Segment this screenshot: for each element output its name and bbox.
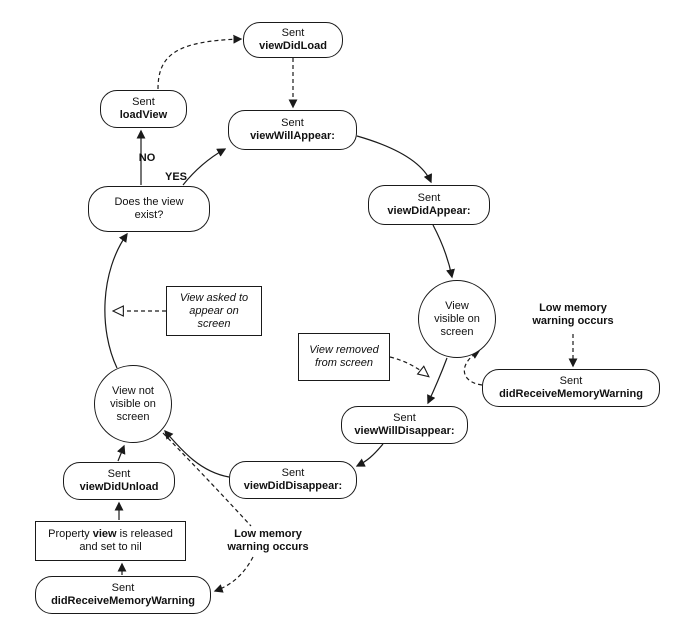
property-view-pre: Property xyxy=(48,528,93,540)
node-memwarn-right-method: didReceiveMemoryWarning xyxy=(499,388,643,400)
property-view-text: Property view is released and set to nil xyxy=(42,528,180,554)
node-does-view-exist-text: Does the view exist? xyxy=(114,196,184,221)
node-loadview: Sent loadView xyxy=(100,90,187,128)
annotation-view-asked-text: View asked to appear on screen xyxy=(179,291,249,330)
annotation-view-asked-to-appear: View asked to appear on screen xyxy=(166,286,262,336)
node-does-view-exist: Does the view exist? xyxy=(88,186,210,232)
node-memwarn-bottom-prefix: Sent xyxy=(111,582,135,594)
label-yes: YES xyxy=(164,171,187,183)
node-viewdidappear-method: viewDidAppear: xyxy=(387,205,471,217)
node-viewdidappear-prefix: Sent xyxy=(417,192,441,204)
node-viewdidunload-prefix: Sent xyxy=(107,468,131,480)
label-low-memory-bottom: Low memory warning occurs xyxy=(227,528,309,553)
property-view-bold: view xyxy=(92,528,117,540)
node-viewwilldisappear-method: viewWillDisappear: xyxy=(354,425,455,437)
edge-viewwilldisappear-to-viewdiddisappear xyxy=(355,443,384,467)
node-memwarn-right-prefix: Sent xyxy=(559,375,583,387)
node-didreceivememorywarning-right: Sent didReceiveMemoryWarning xyxy=(482,369,660,407)
edge-yes-to-viewwillappear xyxy=(182,148,227,186)
node-viewwilldisappear: Sent viewWillDisappear: xyxy=(341,406,468,444)
label-no: NO xyxy=(138,152,156,164)
property-view-post: is released and set to nil xyxy=(79,528,173,553)
annotation-view-removed-text: View removed from screen xyxy=(309,344,379,369)
node-memwarn-bottom-method: didReceiveMemoryWarning xyxy=(51,595,195,607)
edge-notvisible-to-doesviewexist xyxy=(104,232,128,369)
node-loadview-method: loadView xyxy=(119,109,168,121)
node-viewdidunload: Sent viewDidUnload xyxy=(63,462,175,500)
state-view-visible-text: View visible on screen xyxy=(434,299,480,338)
edge-viewdidappear-to-visible xyxy=(432,224,455,279)
edge-viewremoved-annotation xyxy=(389,356,428,376)
edge-loadview-to-viewdidload xyxy=(157,34,243,90)
node-viewdidunload-method: viewDidUnload xyxy=(79,481,159,493)
node-viewdiddisappear-method: viewDidDisappear: xyxy=(243,480,343,492)
node-viewdiddisappear-prefix: Sent xyxy=(281,467,305,479)
node-viewdidload: Sent viewDidLoad xyxy=(243,22,343,58)
state-view-visible: View visible on screen xyxy=(418,280,496,358)
state-view-not-visible: View not visible on screen xyxy=(94,365,172,443)
node-property-view-released: Property view is released and set to nil xyxy=(35,521,186,561)
node-viewdidload-prefix: Sent xyxy=(281,27,305,39)
node-viewwillappear-method: viewWillAppear: xyxy=(250,130,335,142)
annotation-view-removed: View removed from screen xyxy=(298,333,390,381)
edge-lowmemory-bottom-to-warning xyxy=(213,556,254,593)
label-low-memory-right: Low memory warning occurs xyxy=(532,302,614,327)
state-view-not-visible-text: View not visible on screen xyxy=(110,384,156,423)
node-viewwillappear-prefix: Sent xyxy=(281,117,304,129)
edge-viewdiddisappear-to-notvisible xyxy=(164,429,230,478)
edge-viewdidunload-to-notvisible xyxy=(116,444,126,462)
edge-visible-to-viewwilldisappear xyxy=(427,357,448,405)
edge-viewwillappear-to-viewdidappear xyxy=(356,135,432,184)
edge-notvisible-to-lowmemory-label xyxy=(162,432,252,527)
node-viewwilldisappear-prefix: Sent xyxy=(393,412,416,424)
node-viewwillappear: Sent viewWillAppear: xyxy=(228,110,357,150)
node-viewdidload-method: viewDidLoad xyxy=(259,40,327,52)
node-viewdiddisappear: Sent viewDidDisappear: xyxy=(229,461,357,499)
node-loadview-prefix: Sent xyxy=(132,96,155,108)
node-didreceivememorywarning-bottom: Sent didReceiveMemoryWarning xyxy=(35,576,211,614)
edge-warning-right-to-visible xyxy=(463,350,483,386)
node-viewdidappear: Sent viewDidAppear: xyxy=(368,185,490,225)
